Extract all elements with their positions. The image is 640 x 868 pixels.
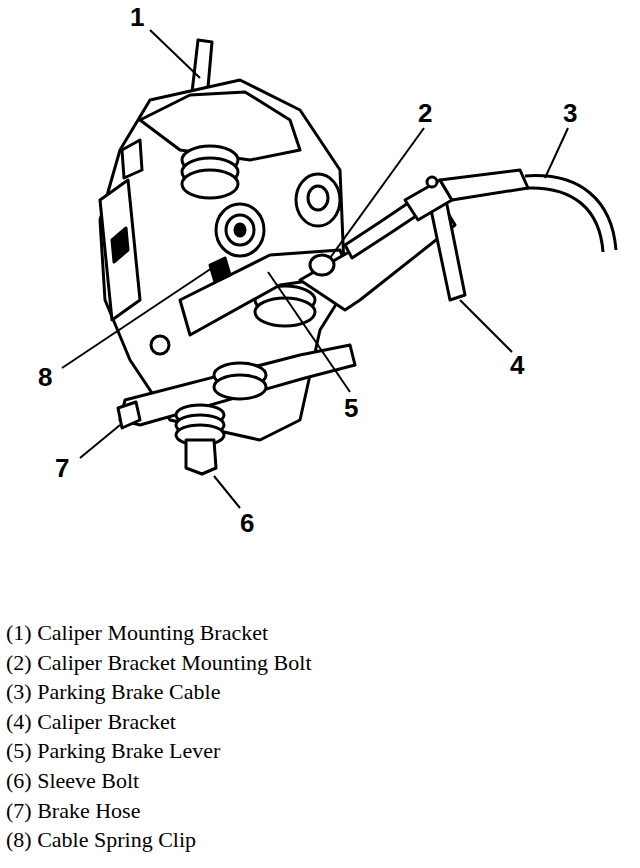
- callout-number: 1: [130, 2, 144, 32]
- part-name: (1) Caliper Mounting Bracket: [6, 620, 268, 646]
- part-name: (6) Sleeve Bolt: [6, 768, 139, 794]
- callout-number: 3: [563, 98, 577, 128]
- part-name: (5) Parking Brake Lever: [6, 738, 220, 764]
- callout-number: 2: [418, 98, 432, 128]
- callout-number: 7: [55, 453, 69, 483]
- part-name: (3) Parking Brake Cable: [6, 679, 220, 705]
- callout-number: 5: [344, 393, 358, 423]
- part-name: (8) Cable Spring Clip: [6, 827, 196, 853]
- part-name: (7) Brake Hose: [6, 798, 140, 824]
- callout-number: 6: [240, 508, 254, 538]
- part-name: (2) Caliper Bracket Mounting Bolt: [6, 650, 312, 676]
- part-name: (4) Caliper Bracket: [6, 709, 176, 735]
- callout-number: 8: [38, 362, 52, 392]
- callout-number: 4: [510, 350, 524, 380]
